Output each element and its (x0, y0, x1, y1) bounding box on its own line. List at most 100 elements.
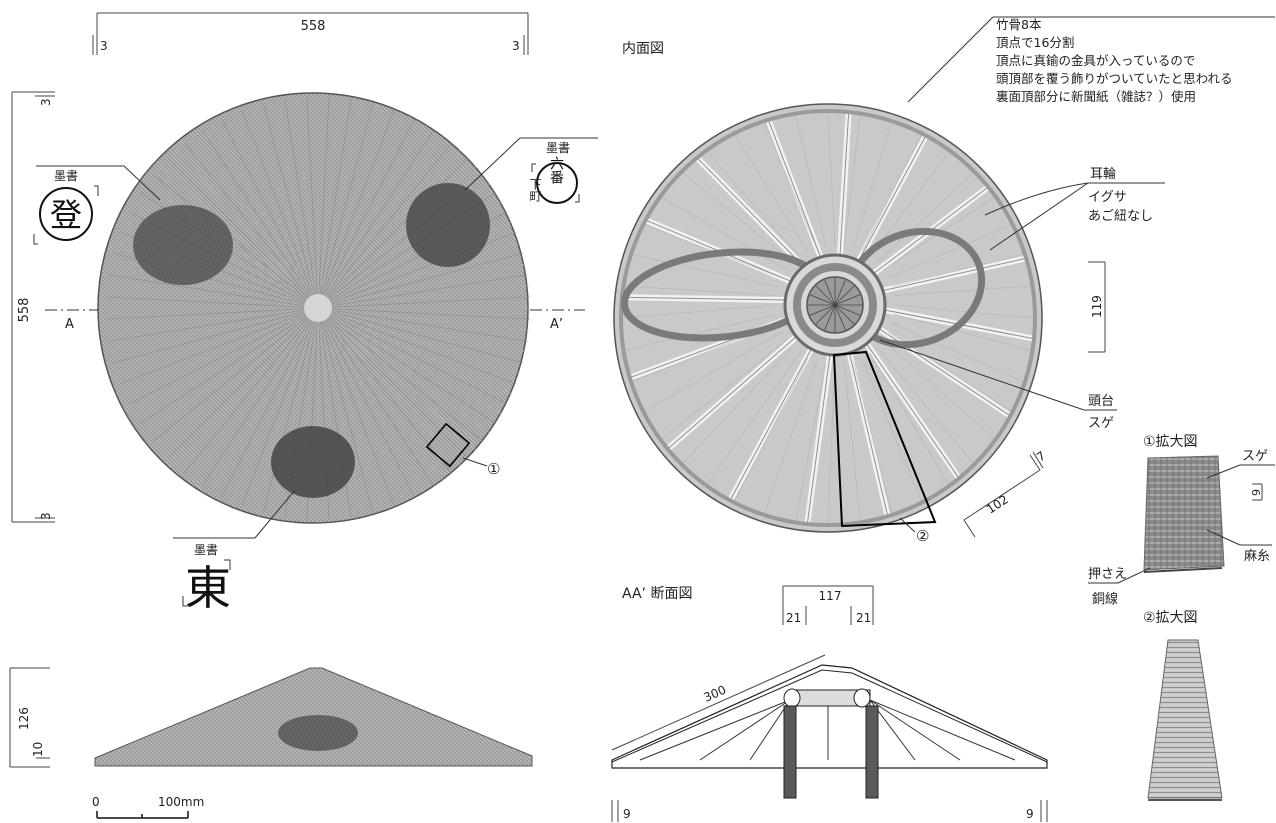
straw-strand (202, 307, 319, 486)
straw-strand (317, 307, 469, 459)
straw-strand (317, 307, 425, 492)
straw-strand (241, 307, 319, 507)
inner-strand (827, 112, 836, 246)
straw-strand (317, 109, 395, 309)
inner-strand (877, 347, 974, 464)
straw-strand (252, 106, 319, 309)
scale-hundred: 100mm (158, 795, 204, 809)
section-label-a-prime: A’ (550, 317, 563, 332)
straw-strand (295, 97, 319, 309)
inscription-left-circle (39, 187, 93, 241)
inner-note-3: 頂点に真鍮の金具が入っているので (996, 53, 1195, 68)
straw-strand (317, 296, 530, 309)
straw-strand (317, 118, 415, 309)
inner-strand (645, 331, 782, 412)
straw-strand (175, 150, 319, 309)
straw-strand (153, 307, 319, 442)
apex-spokes (808, 278, 862, 332)
inner-view: 内面図 竹骨8本 頂点で16分割 頂点に真鍮の金具が入っているので 頭頂部を覆う… (613, 16, 1275, 545)
inscription-right-circle (536, 162, 578, 204)
head-stand-material: スゲ (1088, 416, 1114, 431)
straw-strand (317, 307, 520, 374)
inner-strand (795, 364, 826, 521)
inscription-right-side: 下町 (528, 178, 542, 202)
straw-strand (116, 307, 319, 374)
straw-strand (110, 263, 319, 309)
straw-strand (110, 307, 319, 353)
straw-strand (284, 98, 319, 309)
side-base-label: 10 (31, 742, 45, 757)
inscription-left: 墨書 登 (33, 165, 161, 245)
straw-strand (262, 307, 319, 513)
frame-rib (858, 135, 927, 262)
inner-strand (844, 115, 861, 246)
dim-7-label: 7 (1034, 449, 1048, 465)
enlargement-2-image (1147, 639, 1223, 799)
inner-strand (870, 353, 949, 484)
inner-strand (625, 314, 776, 351)
apex-spoke (834, 304, 846, 331)
straw-strand (108, 274, 319, 309)
straw-strand (317, 307, 374, 513)
straw-strand (106, 307, 319, 320)
inner-strand (894, 314, 1031, 351)
straw-strand (167, 307, 319, 459)
straw-strand (317, 124, 425, 309)
frame-rib (696, 157, 804, 267)
apex-spoke (809, 294, 836, 306)
straw-strand (317, 97, 341, 309)
ear-ring-note: あご紐なし (1088, 208, 1153, 224)
straw-strand (317, 252, 523, 309)
right-margin-label: 3 (512, 39, 520, 53)
straw-strand (317, 98, 352, 309)
enlargement-1-dim-9: 9 (1250, 489, 1263, 496)
apex-spoke (834, 294, 861, 306)
frame-rib (848, 352, 889, 517)
straw-strand (317, 307, 502, 415)
straw-strand (108, 307, 319, 342)
straw-strand (134, 307, 319, 415)
section-profile (611, 664, 1048, 769)
detail-1-box (425, 422, 471, 468)
scale-bar: 0 100mm (92, 795, 204, 819)
inner-strand (662, 197, 787, 270)
straw-strand (273, 100, 319, 309)
straw-strand (140, 307, 319, 424)
frame-rib (882, 257, 1027, 292)
detail-1-marker: ① (487, 460, 500, 478)
straw-strand (252, 307, 319, 510)
inscription-right: 墨書 六番 下町 (464, 137, 598, 204)
straw-strand (317, 307, 483, 442)
straw-strand (317, 114, 405, 309)
straw-strand (231, 114, 319, 309)
inner-strand (625, 285, 776, 296)
straw-strand (317, 307, 395, 507)
inscription-left-label: 墨書 (54, 169, 78, 183)
dim-102 (963, 451, 1044, 538)
inner-strand (877, 172, 974, 263)
straw-strand (167, 157, 319, 309)
straw-strand (317, 307, 461, 466)
straw-strand (160, 165, 319, 309)
inner-strand (764, 122, 817, 249)
section-left-edge: 9 (623, 807, 631, 821)
straw-strand (211, 307, 319, 492)
straw-strand (317, 136, 443, 309)
inner-strand (734, 358, 809, 501)
inner-strand (891, 323, 1024, 382)
straw-strand (107, 285, 319, 309)
inner-strand (861, 135, 922, 252)
frame-rib (621, 296, 786, 301)
frame-rib (839, 111, 850, 256)
inner-strand (707, 353, 800, 484)
inner-strand (707, 152, 800, 257)
straw-strand (317, 96, 330, 309)
ink-mark-bottom (271, 426, 355, 498)
detail-2-outline (832, 350, 937, 528)
height-dim-label: 558 (17, 298, 32, 323)
section-ribs (639, 699, 1016, 761)
dim-119 (1088, 261, 1106, 353)
straw-strand (317, 242, 520, 309)
apex-spoke (834, 304, 861, 316)
